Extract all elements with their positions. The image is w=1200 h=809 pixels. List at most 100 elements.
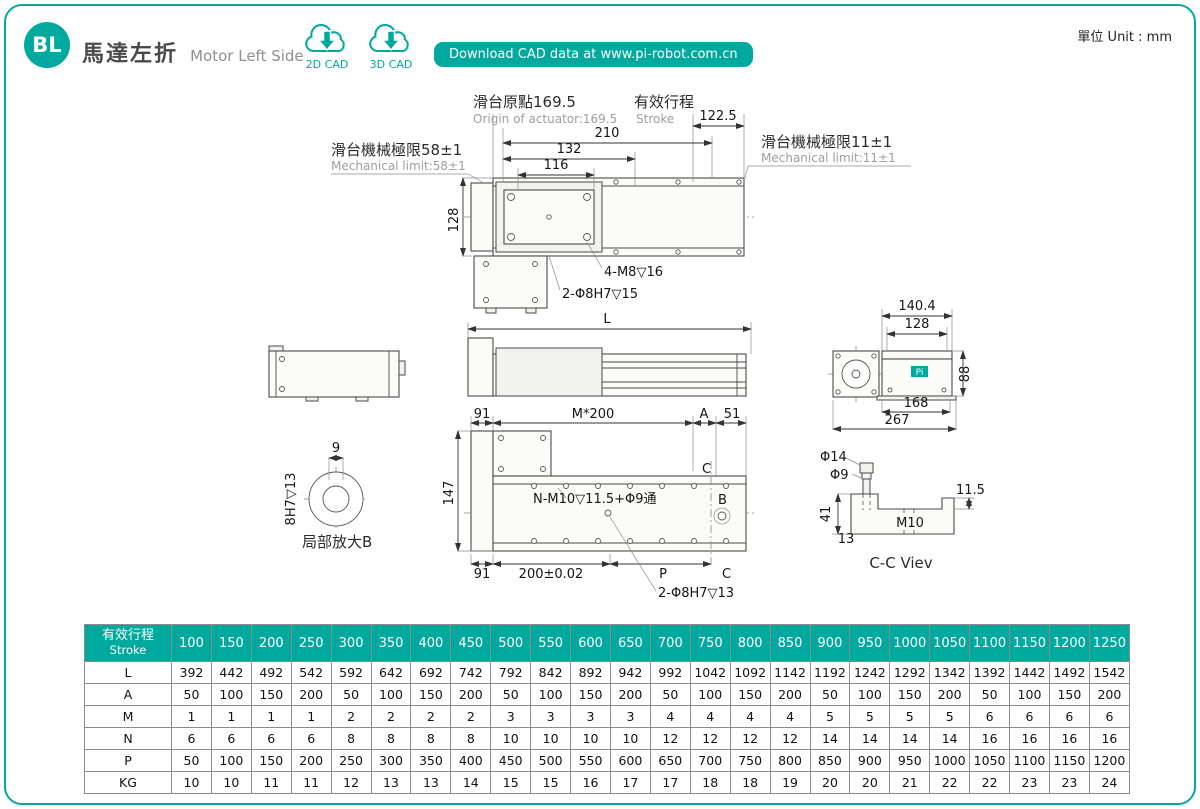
stroke-value-cell: 14	[809, 727, 851, 750]
stroke-value-cell: 21	[889, 771, 931, 794]
stroke-value-cell: 4	[729, 705, 771, 728]
label-B: B	[718, 493, 727, 508]
cad-3d-download[interactable]: 3D CAD	[362, 20, 420, 71]
stroke-column-header: 350	[370, 624, 412, 662]
stroke-value-cell: 1100	[1009, 749, 1050, 772]
dim-11-5: 11.5	[956, 483, 985, 498]
stroke-value-cell: 12	[649, 727, 691, 750]
stroke-value-cell: 1200	[1088, 749, 1131, 772]
dim-phi9: Φ9	[830, 468, 849, 483]
stroke-column-header: 250	[290, 624, 332, 662]
stroke-value-cell: 1492	[1048, 661, 1090, 684]
stroke-value-cell: 50	[171, 749, 212, 772]
stroke-value-cell: 800	[769, 749, 811, 772]
stroke-value-cell: 50	[809, 683, 851, 706]
dim-91-bottom: 91	[474, 567, 491, 582]
stroke-value-cell: 16	[1009, 727, 1050, 750]
stroke-value-cell: 5	[889, 705, 931, 728]
stroke-value-cell: 100	[210, 683, 252, 706]
dim-m200: M*200	[572, 407, 615, 422]
stroke-value-cell: 18	[729, 771, 771, 794]
stroke-value-cell: 950	[889, 749, 931, 772]
stroke-value-cell: 1000	[929, 749, 971, 772]
stroke-value-cell: 1092	[729, 661, 771, 684]
stroke-value-cell: 16	[1048, 727, 1090, 750]
dim-147: 147	[442, 481, 457, 506]
note-n-m10: N-M10▽11.5+Φ9通	[533, 492, 657, 507]
row-label: L	[84, 661, 172, 684]
stroke-column-header: 150	[210, 624, 252, 662]
stroke-value-cell: 8	[450, 727, 492, 750]
stroke-value-cell: 50	[969, 683, 1011, 706]
cad-2d-download[interactable]: 2D CAD	[298, 20, 356, 71]
limit-left-en: Mechanical limit:58±1	[331, 159, 466, 173]
right-end-view: Pi 140.4 128 88 168 267	[828, 299, 973, 432]
stroke-column-header: 650	[609, 624, 651, 662]
stroke-value-cell: 3	[490, 705, 532, 728]
download-banner-link[interactable]: Download CAD data at www.pi-robot.com.cn	[434, 42, 753, 67]
datasheet-page: 滑台原點169.5 Origin of actuator:169.5 有效行程 …	[4, 4, 1196, 805]
stroke-value-cell: 300	[370, 749, 412, 772]
stroke-value-cell: 16	[969, 727, 1011, 750]
stroke-value-cell: 11	[290, 771, 332, 794]
stroke-column-header: 600	[570, 624, 611, 662]
stroke-value-cell: 650	[649, 749, 691, 772]
stroke-value-cell: 200	[929, 683, 971, 706]
dim-P: P	[659, 567, 667, 582]
stroke-value-cell: 8	[330, 727, 372, 750]
stroke-value-cell: 6	[1088, 705, 1131, 728]
dim-128-end: 128	[905, 317, 930, 332]
stroke-value-cell: 11	[250, 771, 292, 794]
stroke-value-cell: 150	[410, 683, 452, 706]
stroke-column-header: 750	[689, 624, 731, 662]
stroke-column-header: 200	[250, 624, 292, 662]
stroke-column-header: 450	[450, 624, 492, 662]
stroke-column-header: 800	[729, 624, 771, 662]
stroke-value-cell: 1542	[1088, 661, 1131, 684]
dim-m10: M10	[896, 516, 924, 531]
stroke-value-cell: 22	[969, 771, 1011, 794]
stroke-value-cell: 150	[250, 749, 292, 772]
stroke-value-cell: 100	[849, 683, 891, 706]
cad-3d-label: 3D CAD	[369, 58, 413, 71]
stroke-value-cell: 842	[530, 661, 572, 684]
stroke-value-cell: 17	[609, 771, 651, 794]
stroke-value-cell: 6	[1009, 705, 1050, 728]
cc-section-view: Φ14 Φ9 11.5 41 13 M10 C-C Viev	[819, 450, 985, 572]
stroke-column-header: 1050	[929, 624, 971, 662]
stroke-value-cell: 14	[849, 727, 891, 750]
dim-168: 168	[904, 396, 929, 411]
note-2-phi8h7-15: 2-Φ8H7▽15	[562, 287, 638, 302]
dim-140-4: 140.4	[898, 299, 935, 314]
stroke-value-cell: 500	[530, 749, 572, 772]
stroke-value-cell: 1042	[689, 661, 731, 684]
stroke-value-cell: 20	[849, 771, 891, 794]
stroke-value-cell: 10	[171, 771, 212, 794]
stroke-value-cell: 2	[330, 705, 372, 728]
stroke-value-cell: 492	[250, 661, 292, 684]
stroke-value-cell: 400	[450, 749, 492, 772]
stroke-value-cell: 13	[370, 771, 412, 794]
top-view: 滑台原點169.5 Origin of actuator:169.5 有效行程 …	[331, 93, 911, 314]
dim-phi14: Φ14	[820, 450, 847, 465]
stroke-value-cell: 450	[490, 749, 532, 772]
stroke-value-cell: 642	[370, 661, 412, 684]
stroke-value-cell: 2	[410, 705, 452, 728]
stroke-value-cell: 2	[370, 705, 412, 728]
dim-210: 210	[595, 126, 620, 141]
stroke-column-header: 100	[171, 624, 212, 662]
stroke-value-cell: 6	[250, 727, 292, 750]
stroke-value-cell: 100	[210, 749, 252, 772]
dim-L: L	[603, 312, 611, 327]
stroke-value-cell: 14	[450, 771, 492, 794]
stroke-value-cell: 100	[530, 683, 572, 706]
stroke-column-header: 700	[649, 624, 691, 662]
front-view: L	[467, 312, 752, 397]
stroke-value-cell: 12	[729, 727, 771, 750]
dim-41: 41	[819, 506, 834, 523]
